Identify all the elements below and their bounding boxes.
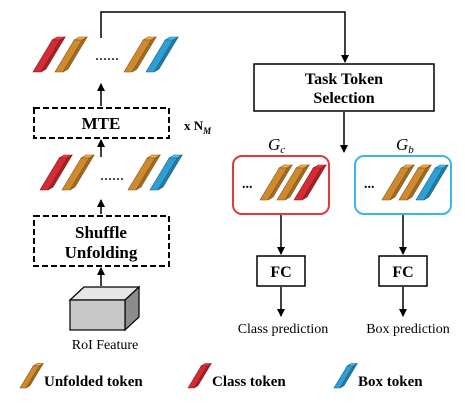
- gb-unfolded-token-1: [381, 164, 416, 201]
- mid-box-token: [149, 154, 184, 191]
- top-box-token: [145, 36, 180, 73]
- top-unfolded-token: [54, 36, 89, 73]
- box-prediction-label: Box prediction: [366, 322, 450, 337]
- roi-feature-cube: [68, 285, 141, 332]
- legend-box-swatch: [333, 363, 359, 389]
- roi-feature-label: RoI Feature: [72, 338, 138, 353]
- mte-label: MTE: [82, 114, 121, 133]
- top-class-token: [32, 36, 67, 73]
- box-fc-block: FC: [378, 255, 428, 287]
- shuffle-label-line2: Unfolding: [65, 243, 138, 262]
- mid-unfolded-token: [61, 154, 96, 191]
- gb-box-token: [415, 164, 450, 201]
- gc-dots: ...: [242, 177, 253, 192]
- mid-unfolded-token-2: [127, 154, 162, 191]
- connector-to-task-selection: [100, 11, 349, 63]
- middle-token-row: ......: [39, 154, 184, 191]
- legend-box-label: Box token: [358, 374, 423, 390]
- gb-dots: ...: [364, 177, 375, 192]
- task-selection-line1: Task Token: [305, 71, 383, 88]
- mid-row-dots: ......: [100, 167, 124, 184]
- shuffle-label-line1: Shuffle: [75, 223, 127, 242]
- class-fc-label: FC: [270, 264, 291, 281]
- legend-unfolded-label: Unfolded token: [44, 374, 143, 390]
- gc-label: Gc: [268, 135, 285, 156]
- box-fc-label: FC: [392, 264, 413, 281]
- gb-unfolded-token-2: [398, 164, 433, 201]
- class-fc-block: FC: [256, 255, 306, 287]
- top-unfolded-token-2: [123, 36, 158, 73]
- mid-class-token: [39, 154, 74, 191]
- task-token-selection-block: Task Token Selection: [253, 63, 435, 112]
- gc-unfolded-token-2: [276, 164, 311, 201]
- task-selection-line2: Selection: [313, 90, 374, 107]
- legend-class-swatch: [187, 363, 213, 389]
- legend-unfolded-swatch: [19, 363, 45, 389]
- shuffle-unfolding-block: Shuffle Unfolding: [33, 215, 170, 267]
- gb-label: Gb: [396, 135, 414, 156]
- class-prediction-label: Class prediction: [238, 322, 329, 337]
- gc-class-token: [293, 164, 328, 201]
- repeat-label: x NM: [184, 118, 212, 136]
- legend-class-label: Class token: [212, 374, 286, 390]
- top-token-row: ......: [32, 36, 180, 73]
- legend: Unfolded token Class token Box token: [19, 363, 423, 390]
- top-row-dots: ......: [95, 47, 119, 64]
- mte-block: MTE: [33, 107, 170, 139]
- gc-unfolded-token-1: [259, 164, 294, 201]
